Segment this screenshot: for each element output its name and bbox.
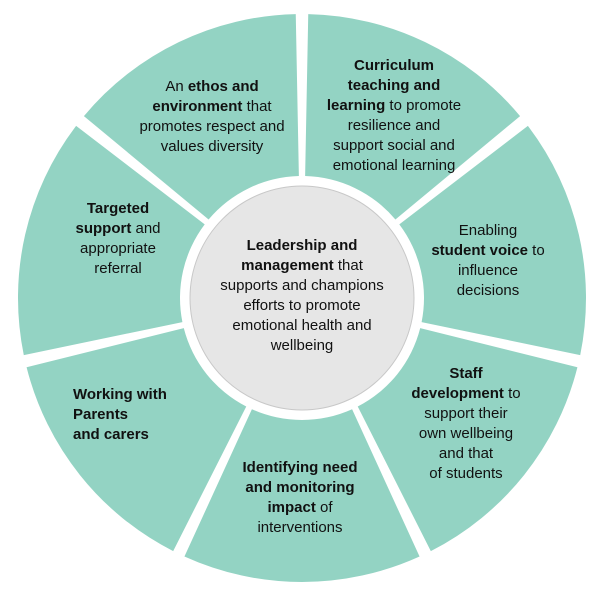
bold-text: impact [267, 499, 316, 516]
bold-text: learning [326, 97, 386, 114]
text: to [503, 385, 521, 402]
bold-text: support [75, 220, 132, 237]
label-line: referral [75, 259, 160, 279]
text: Enabling [458, 222, 518, 239]
text: An [165, 78, 188, 95]
label-line: influence [431, 261, 544, 281]
center-circle [189, 185, 415, 411]
label-line: decisions [431, 281, 544, 301]
label-line: environment that [139, 97, 284, 117]
text: promotes respect and [139, 118, 285, 135]
label-line: appropriate [75, 239, 160, 259]
bold-text: Parents [73, 406, 129, 423]
label-line: and carers [73, 425, 167, 445]
segment-identifying-need [184, 409, 420, 582]
bold-text: development [411, 385, 504, 402]
bold-text: environment [152, 98, 243, 115]
segment-staff-development [357, 328, 578, 552]
text: referral [94, 260, 142, 277]
text: emotional health and [232, 317, 372, 334]
text: of [315, 499, 333, 516]
label-line: Identifying need [242, 458, 357, 478]
bold-text: Identifying need [242, 459, 358, 476]
segment-student-voice [399, 125, 586, 356]
text: and [131, 220, 161, 237]
label-line: Staff [411, 364, 520, 384]
label-line: emotional health and [220, 316, 383, 336]
bold-text: student voice [431, 242, 528, 259]
label-line: support and [75, 219, 160, 239]
label-line: management that [220, 256, 383, 276]
text: to promote [385, 97, 462, 114]
text: support their [424, 405, 508, 422]
segment-curriculum-teaching-learning [305, 14, 521, 220]
bold-text: Leadership and [246, 237, 358, 254]
label-line: impact of [242, 498, 357, 518]
label-line: and monitoring [242, 478, 357, 498]
label-line: Targeted [75, 199, 160, 219]
label-line: Enabling [431, 221, 544, 241]
label-line: learning to promote [327, 96, 461, 116]
bold-text: Targeted [86, 200, 150, 217]
label-line: efforts to promote [220, 296, 383, 316]
text: and that [438, 445, 494, 462]
label-line: Leadership and [220, 236, 383, 256]
label-line: Curriculum [327, 56, 461, 76]
text: of students [429, 465, 503, 482]
text: resilience and [347, 117, 441, 134]
label-line: development to [411, 384, 520, 404]
label-line: Parents [73, 405, 167, 425]
bold-text: ethos and [187, 78, 259, 95]
bold-text: Staff [449, 365, 483, 382]
text: interventions [257, 519, 343, 536]
label-line: support their [411, 404, 520, 424]
label-line: support social and [327, 136, 461, 156]
segment-ethos-and-environment [83, 14, 299, 220]
label-line: promotes respect and [139, 117, 284, 137]
text: values diversity [160, 138, 264, 155]
text: emotional learning [332, 157, 456, 174]
text: decisions [456, 282, 520, 299]
text: appropriate [80, 240, 156, 257]
bold-text: management [241, 257, 334, 274]
label-line: own wellbeing [411, 424, 520, 444]
bold-text: Working with [73, 386, 167, 403]
text: to [528, 242, 545, 259]
label-line: emotional learning [327, 156, 461, 176]
label-line: resilience and [327, 116, 461, 136]
text: influence [457, 262, 519, 279]
label-line: wellbeing [220, 336, 383, 356]
text: wellbeing [270, 337, 334, 354]
text: own wellbeing [418, 425, 514, 442]
segment-targeted-support [17, 125, 205, 356]
text: that [242, 98, 272, 115]
bold-text: teaching and [347, 77, 441, 94]
bold-text: Curriculum [353, 57, 435, 74]
label-line: of students [411, 464, 520, 484]
label-line: student voice to [431, 241, 544, 261]
bold-text: and carers [73, 426, 149, 443]
label-line: interventions [242, 518, 357, 538]
segment-working-with-parents [26, 328, 247, 552]
text: supports and champions [220, 277, 384, 294]
label-line: teaching and [327, 76, 461, 96]
label-line: and that [411, 444, 520, 464]
text: support social and [333, 137, 455, 154]
segment-label-curriculum: Curriculum teaching and learning to promot… [327, 56, 461, 176]
label-line: An ethos and [139, 77, 284, 97]
text: that [333, 257, 363, 274]
label-line: supports and champions [220, 276, 383, 296]
label-line: values diversity [139, 137, 284, 157]
label-line: Working with [73, 385, 167, 405]
text: efforts to promote [243, 297, 361, 314]
bold-text: and monitoring [245, 479, 355, 496]
